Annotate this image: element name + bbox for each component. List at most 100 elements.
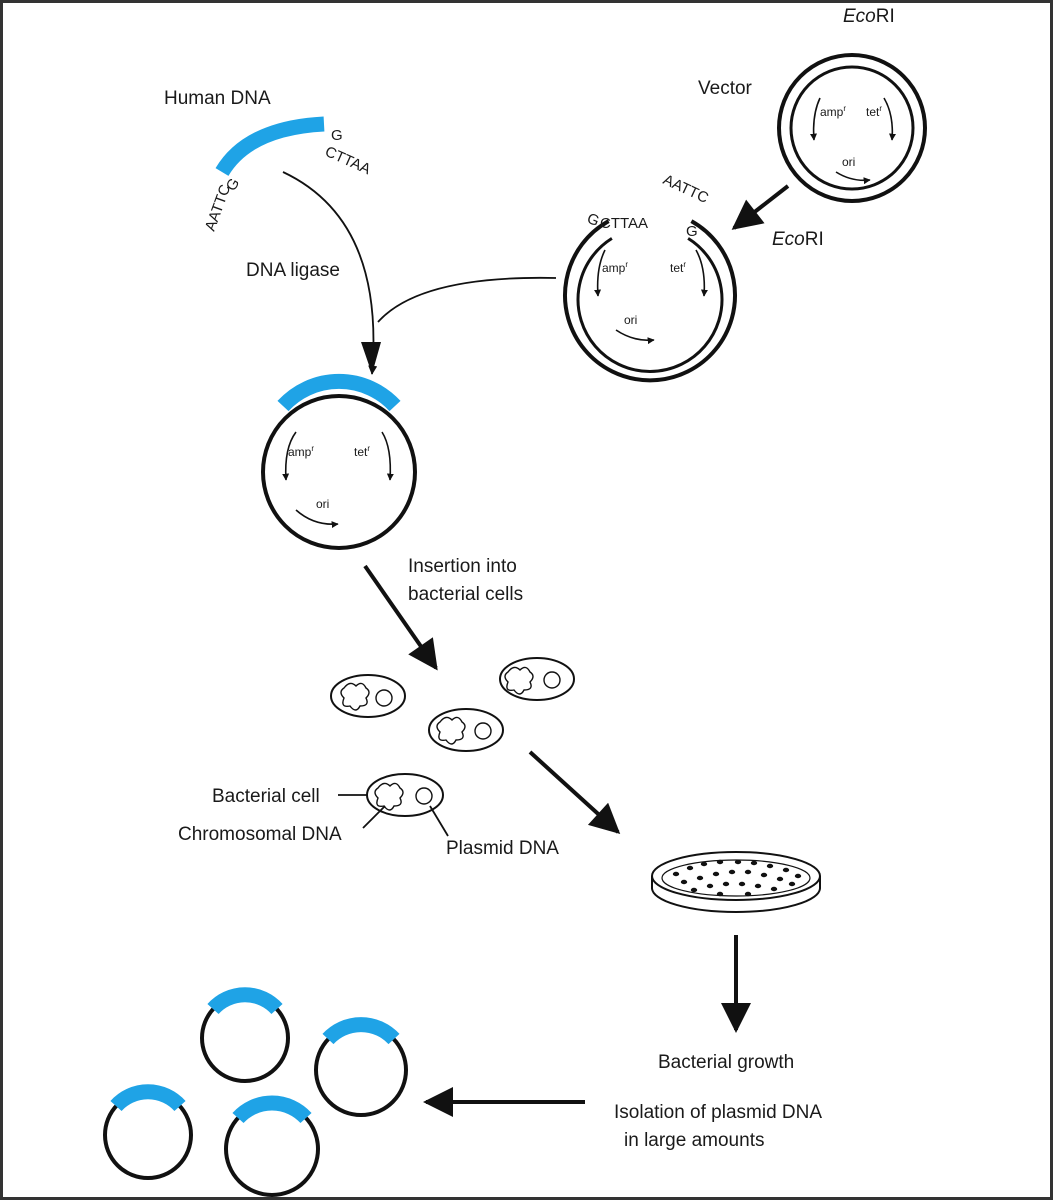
- plasmid-circle: [415, 787, 433, 805]
- bacterial-cell-labeled: [366, 773, 444, 817]
- colony-dot: [680, 879, 688, 885]
- colony-dot: [744, 891, 752, 897]
- colony-dot: [700, 861, 708, 867]
- cut-amp-label: ampr: [602, 260, 628, 275]
- cut-vector: ampr tetr ori G CTTAA AATTC G: [563, 171, 737, 383]
- recombinant-ori-arrow: [295, 509, 339, 529]
- petri-dish-inner-rim: [661, 859, 811, 897]
- cut-amp-arrow: [594, 249, 606, 297]
- bacterial-cell-label: Bacterial cell: [212, 786, 320, 807]
- vector-tet-label: tetr: [866, 104, 882, 119]
- petri-dish: [651, 851, 821, 913]
- bacterial-cell-2: [499, 657, 575, 701]
- cut-right-aattc: AATTC: [660, 171, 711, 207]
- colony-dot: [750, 860, 758, 866]
- dna-ligase-label: DNA ligase: [246, 260, 340, 281]
- vector-plasmid: ampr tetr ori: [777, 53, 927, 203]
- insertion-label-line1: Insertion into: [408, 556, 517, 577]
- cut-tet-arrow: [695, 249, 708, 297]
- colony-dot: [744, 869, 752, 875]
- plasmid-circle: [543, 671, 561, 689]
- recombinant-amp-label: ampr: [288, 444, 314, 459]
- colony-dot: [754, 883, 762, 889]
- cut-ori-label: ori: [624, 313, 637, 327]
- vector-label: Vector: [698, 78, 753, 99]
- human-dna-fragment: AATTC G G CTTAA: [202, 116, 373, 233]
- recombinant-plasmid: ampr tetr ori: [261, 373, 417, 550]
- chromosomal-dna-blob: [340, 682, 370, 711]
- chromosomal-dna-callout: [362, 805, 386, 829]
- insertion-arrow: [363, 564, 438, 671]
- colony-dot: [770, 886, 778, 892]
- cut-tet-label: tetr: [670, 260, 686, 275]
- chromosomal-dna-blob: [504, 666, 534, 695]
- chromosomal-dna-blob: [374, 782, 404, 811]
- ligation-line-left: [282, 171, 378, 375]
- plasmid-circle: [375, 689, 393, 707]
- isolated-plasmid-2: [314, 1017, 408, 1117]
- colony-dot: [686, 865, 694, 871]
- colony-dot: [728, 869, 736, 875]
- plasmid-dna-callout: [429, 805, 449, 837]
- colony-dot: [722, 881, 730, 887]
- bacterial-growth-label: Bacterial growth: [658, 1052, 794, 1073]
- colony-dot: [716, 859, 724, 865]
- vector-amp-arrow: [810, 97, 821, 141]
- ligation-arrowhead: [361, 342, 381, 374]
- vector-tet-arrow: [883, 97, 896, 141]
- colony-dot: [738, 881, 746, 887]
- plasmid-circle: [474, 722, 492, 740]
- recombinant-tet-arrow: [381, 431, 394, 481]
- human-right-g: G: [331, 127, 343, 144]
- colony-dot: [734, 859, 742, 865]
- recombinant-tet-label: tetr: [354, 444, 370, 459]
- vector-inner-ring: [789, 65, 915, 191]
- bacterial-cell-1: [330, 674, 406, 718]
- isolated-plasmid-4: [224, 1095, 320, 1197]
- chromosomal-dna-label: Chromosomal DNA: [178, 824, 342, 845]
- vector-ori-arrow: [835, 171, 871, 185]
- chromosomal-dna-blob: [436, 716, 466, 745]
- bacterial-cell-3: [428, 708, 504, 752]
- colony-dot: [760, 872, 768, 878]
- isolated-plasmid-1: [200, 987, 290, 1083]
- recombinant-amp-arrow: [282, 431, 297, 481]
- colony-dot: [788, 881, 796, 887]
- colony-dot: [706, 883, 714, 889]
- insertion-label-line2: bacterial cells: [408, 584, 523, 605]
- isolation-label-line2: in large amounts: [624, 1130, 764, 1151]
- colony-dot: [794, 873, 802, 879]
- growth-arrow: [528, 750, 621, 835]
- ligation-line-right: [377, 276, 557, 323]
- human-dna-label: Human DNA: [164, 88, 271, 109]
- recombinant-ring: [261, 394, 417, 550]
- ecori-mid-label: EcoRI: [772, 229, 824, 250]
- vector-amp-label: ampr: [820, 104, 846, 119]
- cut-vector-inner-ring: [576, 237, 724, 373]
- colony-dot: [776, 876, 784, 882]
- ecori-top-label: EcoRI: [843, 6, 895, 27]
- recombinant-ori-label: ori: [316, 497, 329, 511]
- colony-dot: [782, 867, 790, 873]
- cut-ori-arrow: [615, 329, 655, 345]
- cut-vector-outer-ring: [563, 219, 737, 383]
- plasmid-dna-label: Plasmid DNA: [446, 838, 559, 859]
- isolated-plasmid-3: [103, 1084, 193, 1180]
- isolation-label-line1: Isolation of plasmid DNA: [614, 1102, 822, 1123]
- human-dna-insert: [215, 116, 325, 177]
- bacterial-colonies: [672, 859, 802, 897]
- recombinant-insert: [277, 373, 401, 412]
- human-right-cttaa: CTTAA: [322, 143, 373, 178]
- colony-dot: [690, 887, 698, 893]
- colony-dot: [766, 863, 774, 869]
- colony-dot: [712, 871, 720, 877]
- vector-ori-label: ori: [842, 155, 855, 169]
- colony-dot: [716, 891, 724, 897]
- cut-right-g: G: [686, 223, 698, 240]
- colony-dot: [672, 871, 680, 877]
- cut-left-cttaa: CTTAA: [600, 215, 648, 232]
- vector-outer-ring: [777, 53, 927, 203]
